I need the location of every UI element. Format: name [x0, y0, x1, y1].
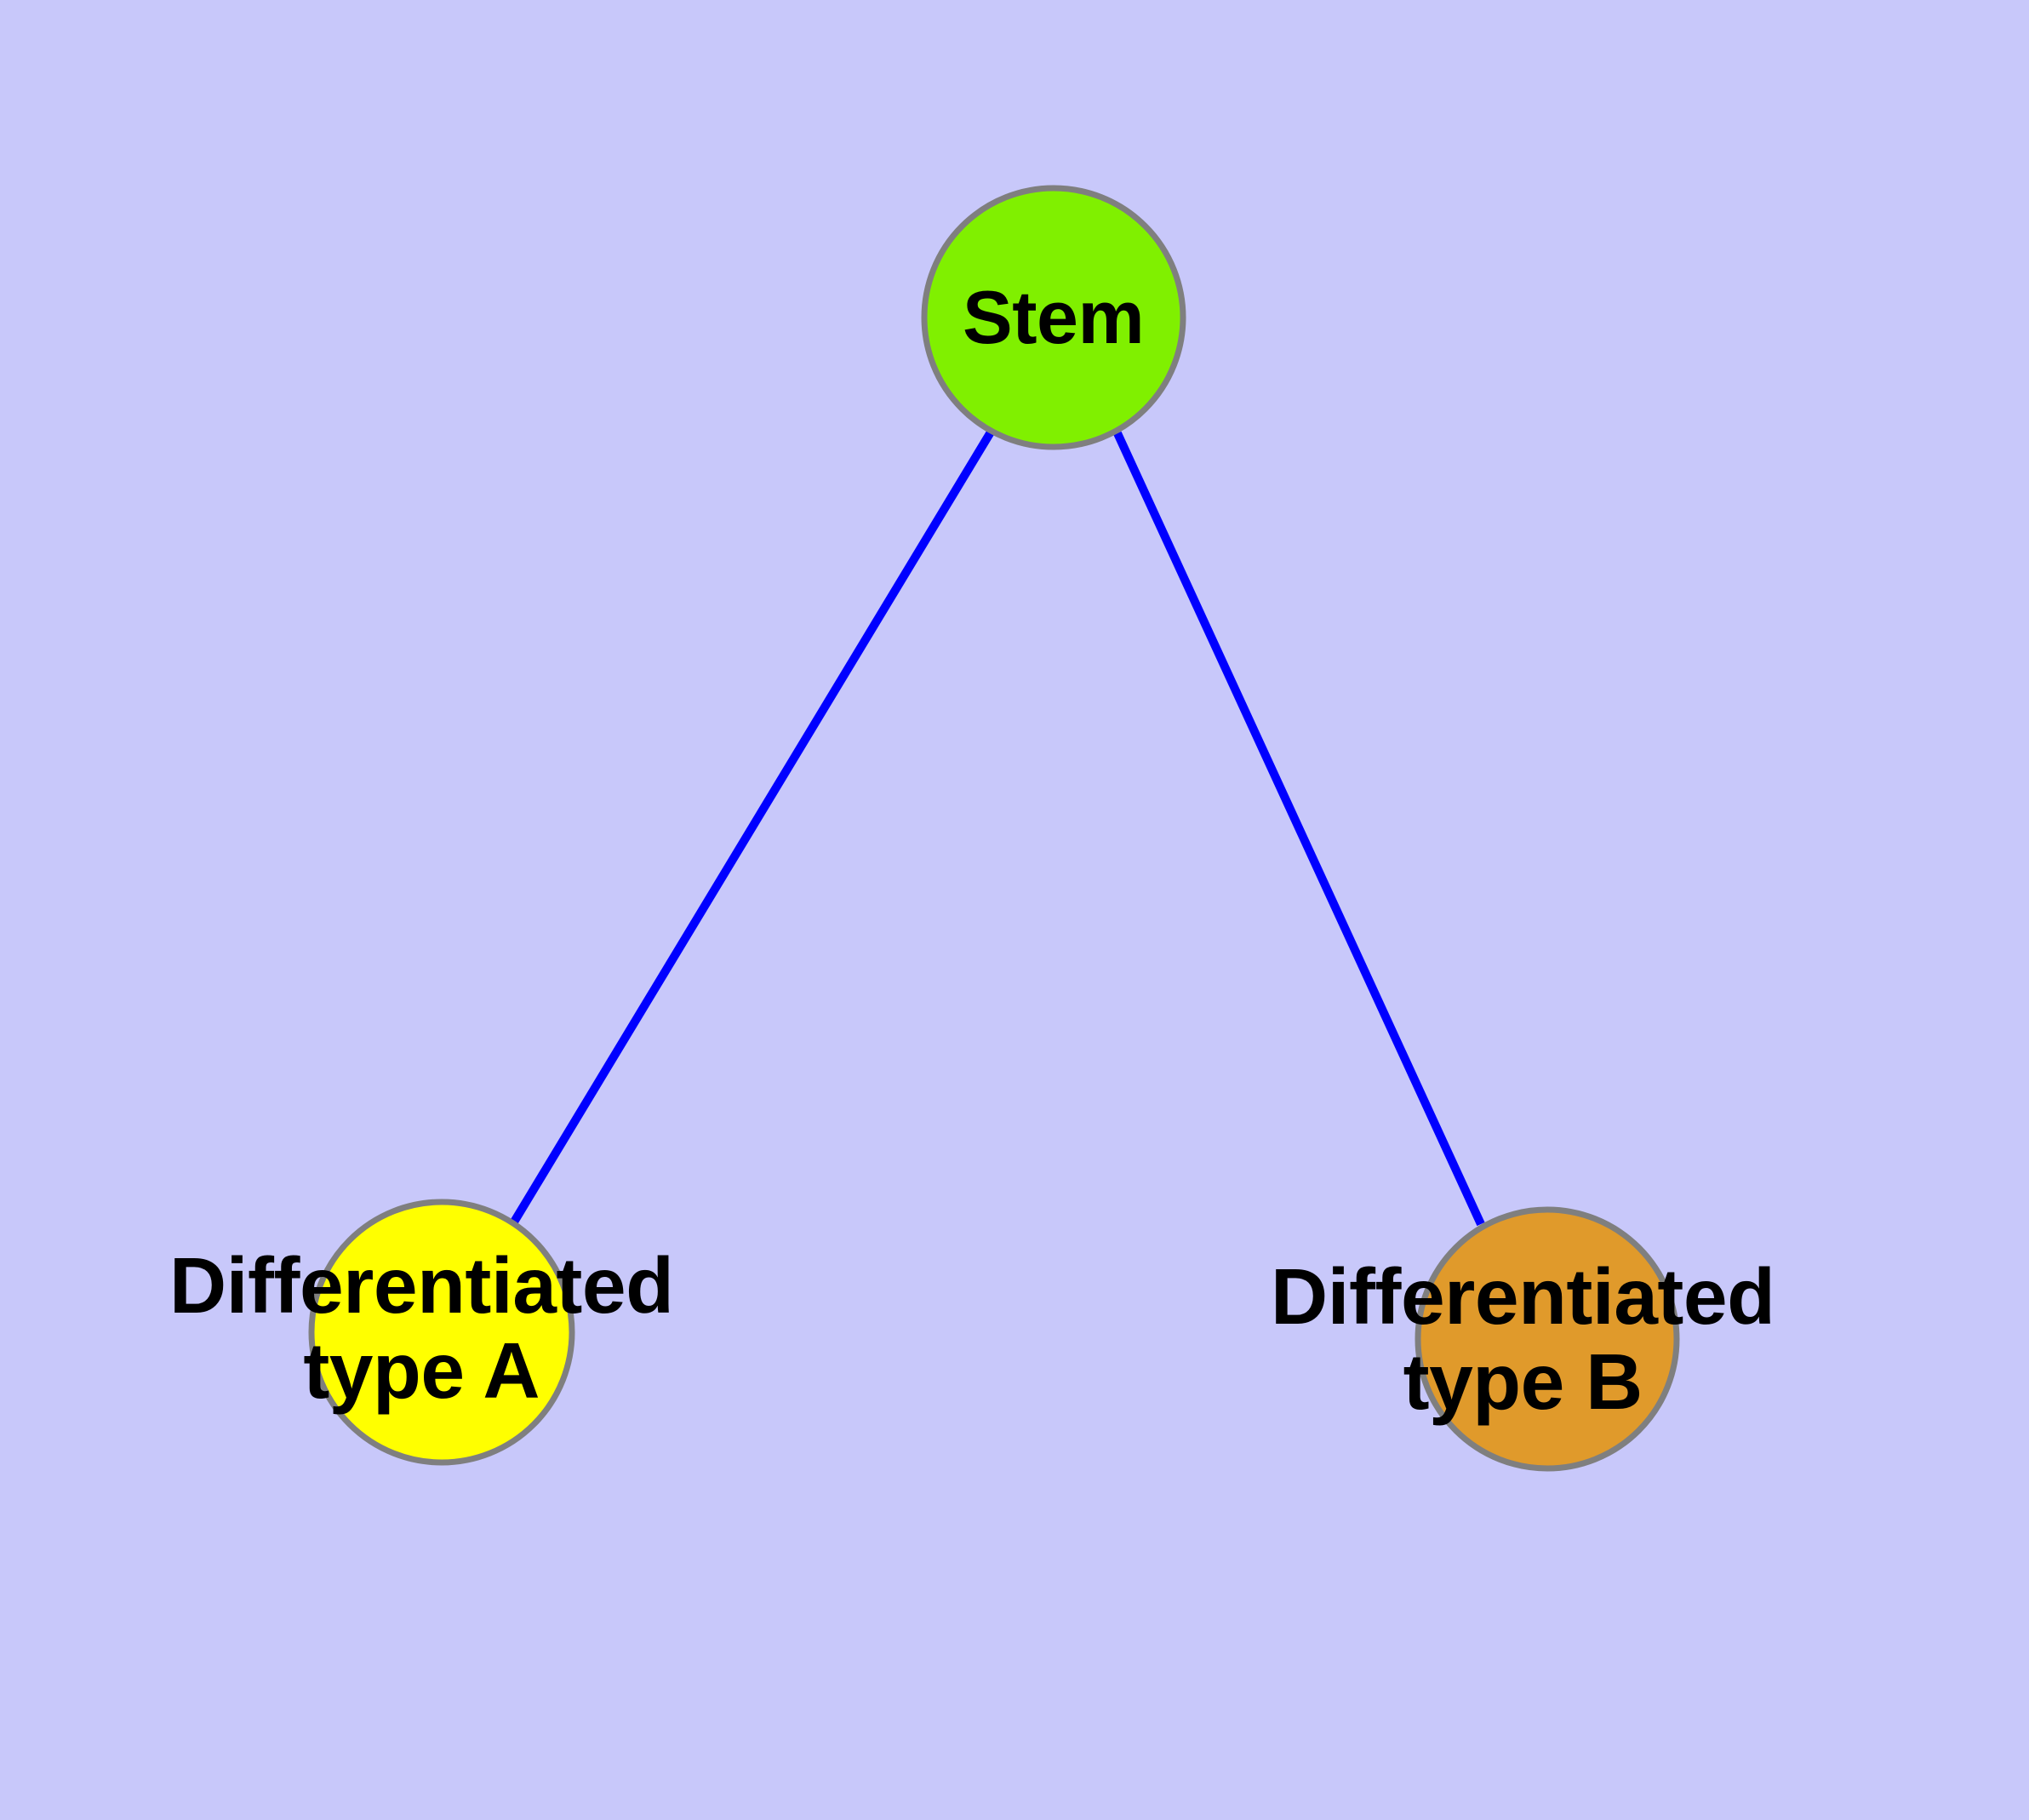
edges-layer [506, 428, 1485, 1230]
edge-stem-to-diff-a[interactable] [506, 428, 996, 1230]
node-stem[interactable] [921, 185, 1186, 450]
edge-stem-to-diff-b[interactable] [1113, 431, 1485, 1227]
node-diff-a[interactable] [308, 1199, 575, 1466]
nodes-layer [308, 185, 1680, 1472]
node-diff-b[interactable] [1415, 1206, 1680, 1472]
